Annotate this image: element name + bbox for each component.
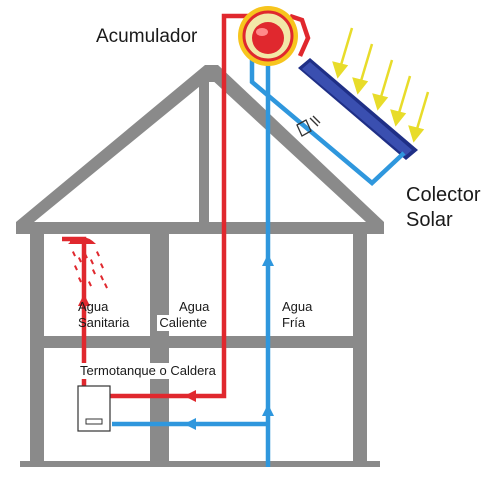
flow-arrow <box>184 418 196 430</box>
cold-water-label-line2: Fría <box>282 315 306 330</box>
flow-direction-arrow-icon <box>78 254 274 430</box>
water-heater-icon <box>77 385 111 432</box>
roof-king-post <box>199 72 209 222</box>
heater-label: Termotanque o Caldera <box>78 363 218 379</box>
flow-arrow <box>184 390 196 402</box>
accumulator-body <box>252 22 284 54</box>
accumulator-highlight <box>256 28 268 36</box>
sun-ray <box>397 75 412 114</box>
sun-ray-head <box>372 93 389 111</box>
water-drop <box>104 283 108 289</box>
sun-ray <box>339 27 354 66</box>
collector-supply-pipe <box>289 13 311 57</box>
solar-collector-panel <box>298 58 418 160</box>
sun-rays-icon <box>332 27 430 143</box>
shower-icon <box>62 237 96 244</box>
sanitary-water-label-line2: Sanitaria <box>78 315 130 330</box>
roof-left <box>16 65 218 222</box>
flow-arrow <box>262 404 274 416</box>
sanitary-water-label: Agua Sanitaria <box>78 299 129 331</box>
hot-water-label: Agua Caliente <box>157 299 210 331</box>
collector-label-line1: Colector <box>406 184 481 206</box>
accumulator-label: Acumulador <box>96 26 198 47</box>
collector-label: Colector Solar <box>406 183 480 233</box>
sun-ray <box>379 59 394 98</box>
sun-ray <box>415 91 430 130</box>
water-drop <box>83 253 88 259</box>
collector-label-line2: Solar <box>406 209 453 231</box>
water-drop <box>91 269 96 275</box>
sanitary-water-label-line1: Agua <box>78 299 109 314</box>
water-drop <box>77 257 82 263</box>
ceiling-beam <box>16 222 384 234</box>
roof-right <box>205 65 384 222</box>
house-outline <box>16 65 384 467</box>
flow-arrow <box>78 294 90 306</box>
heater-display <box>85 418 103 425</box>
flow-arrow <box>262 254 274 266</box>
cold-water-label: Agua Fría <box>282 299 312 331</box>
water-drop <box>81 269 86 275</box>
sun-ray-head <box>332 61 349 79</box>
shower-head <box>68 237 96 244</box>
sun-ray-head <box>352 77 369 95</box>
shower-spray <box>72 251 108 289</box>
floor-beam <box>30 336 367 348</box>
water-drop <box>72 251 76 257</box>
collector-return-pipe <box>249 55 406 187</box>
water-drop <box>96 251 100 257</box>
water-drop <box>78 277 82 283</box>
cold-water-label-line1: Agua <box>282 299 313 314</box>
water-drop <box>90 259 94 265</box>
water-drop <box>100 275 104 281</box>
water-drop <box>88 281 92 287</box>
valve-icon <box>296 115 321 137</box>
hot-water-label-line2: Caliente <box>157 315 210 331</box>
sun-ray <box>359 43 374 82</box>
water-drop <box>73 265 78 271</box>
sun-ray-head <box>390 109 407 127</box>
water-drop <box>99 263 104 269</box>
hot-water-label-line1: Agua <box>179 299 210 314</box>
collector-panel-face <box>302 62 412 156</box>
sun-ray-head <box>408 125 425 143</box>
accumulator-tank-icon <box>238 6 298 66</box>
ground-line <box>20 461 380 467</box>
